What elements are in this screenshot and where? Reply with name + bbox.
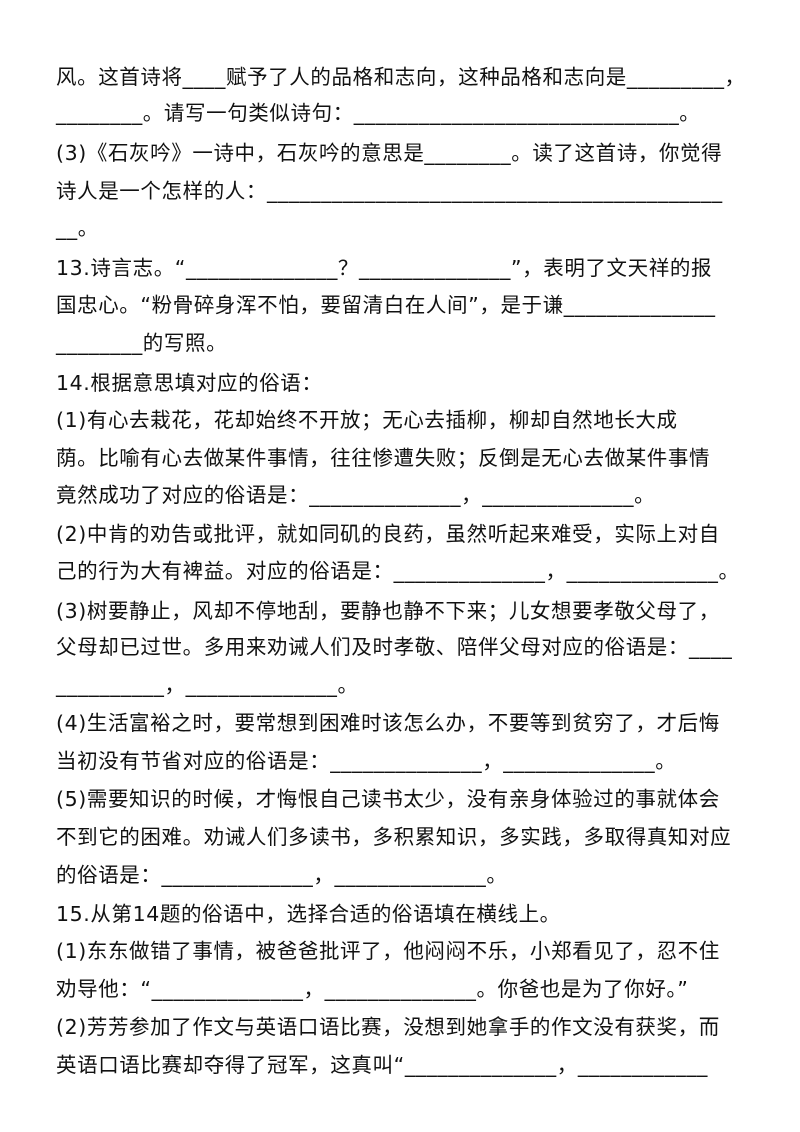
text-line: 父母却已过世。多用来劝诫人们及时孝敬、陪伴父母对应的俗语是：____ bbox=[56, 635, 733, 659]
text-line: (4)生活富裕之时，要常想到困难时该怎么办，不要等到贫穷了，才后悔 bbox=[56, 711, 720, 735]
question-15-heading: 15.从第14题的俗语中，选择合适的俗语填在横线上。 bbox=[56, 902, 561, 926]
text-line: 风。这首诗将____赋予了人的品格和志向，这种品格和志向是_________， bbox=[56, 65, 746, 89]
text-line: (1)东东做错了事情，被爸爸批评了，他闷闷不乐，小郑看见了，忍不住 bbox=[56, 939, 720, 963]
text-line: (2)芳芳参加了作文与英语口语比赛，没想到她拿手的作文没有获奖，而 bbox=[56, 1015, 720, 1039]
text-line: (2)中肯的劝告或批评，就如同矶的良药，虽然听起来难受，实际上对自 bbox=[56, 522, 720, 546]
text-line: 诗人是一个怎样的人：______________________________… bbox=[56, 179, 723, 203]
text-line: __。 bbox=[56, 216, 99, 240]
text-line: (3)《石灰吟》一诗中，石灰吟的意思是________。读了这首诗，你觉得 bbox=[56, 141, 723, 165]
text-line: 荫。比喻有心去做某件事情，往往惨遭失败；反倒是无心去做某件事情 bbox=[56, 446, 711, 470]
text-line: 的俗语是：______________，______________。 bbox=[56, 863, 508, 887]
text-line: (3)树要静止，风却不停地刮，要静也静不下来；儿女想要孝敬父母了， bbox=[56, 599, 720, 623]
text-line: 国忠心。“粉骨碎身浑不怕，要留清白在人间”，是于谦______________ bbox=[56, 293, 716, 317]
text-line: (5)需要知识的时候，才悔恨自己读书太少，没有亲身体验过的事就体会 bbox=[56, 787, 720, 811]
text-line: 不到它的困难。劝诫人们多读书，多积累知识，多实践，多取得真知对应 bbox=[56, 825, 732, 849]
text-line: (1)有心去栽花，花却始终不开放；无心去插柳，柳却自然地长大成 bbox=[56, 408, 678, 432]
text-line: 己的行为大有裨益。对应的俗语是：______________，_________… bbox=[56, 559, 740, 583]
text-line: ________的写照。 bbox=[56, 331, 228, 355]
question-13: 13.诗言志。“______________？______________”，表… bbox=[56, 256, 713, 280]
text-line: __________，______________。 bbox=[56, 673, 359, 697]
text-line: 竟然成功了对应的俗语是：______________，_____________… bbox=[56, 483, 656, 507]
text-line: 劝导他：“______________，______________。你爸也是为… bbox=[56, 977, 689, 1001]
text-line: 当初没有节省对应的俗语是：______________，____________… bbox=[56, 749, 677, 773]
question-14-heading: 14.根据意思填对应的俗语： bbox=[56, 371, 323, 395]
text-line: 英语口语比赛却夺得了冠军，这真叫“______________，________… bbox=[56, 1053, 709, 1077]
text-line: ________。请写一句类似诗句：______________________… bbox=[56, 101, 701, 125]
